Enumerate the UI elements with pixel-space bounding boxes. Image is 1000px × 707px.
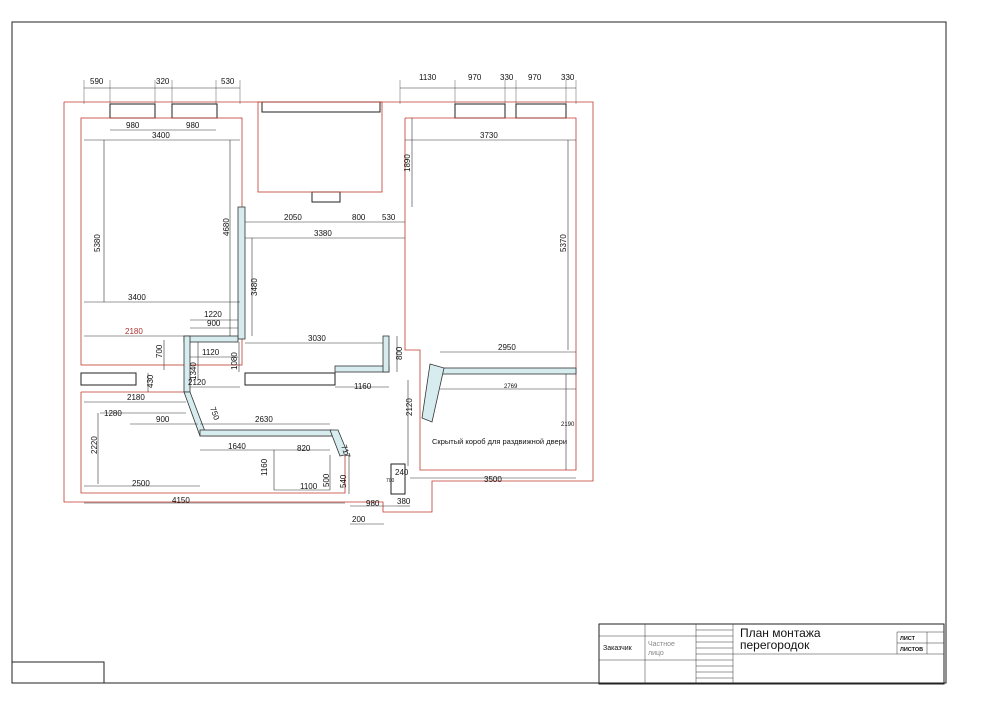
dim-700: 700 xyxy=(155,344,164,358)
dim-1220: 1220 xyxy=(204,310,222,319)
dim-1280: 1280 xyxy=(104,409,122,418)
dim-530b: 530 xyxy=(382,213,396,222)
dim-1640: 1640 xyxy=(228,442,246,451)
partition-h-left xyxy=(183,335,239,343)
dim-1890: 1890 xyxy=(403,154,412,172)
dim-2180-red: 2180 xyxy=(125,327,143,336)
sheet-frame xyxy=(11,21,947,684)
dim-900b: 900 xyxy=(156,415,170,424)
partition-wall-bottom-left xyxy=(80,372,137,386)
partition-h-right xyxy=(439,367,577,375)
dim-980b: 980 xyxy=(186,121,200,130)
loggia xyxy=(257,101,383,193)
drawing-title-line2: перегородок xyxy=(740,638,810,652)
dim-330a: 330 xyxy=(500,73,514,82)
dim-3500: 3500 xyxy=(484,475,502,484)
dim-3400a: 3400 xyxy=(152,131,170,140)
dim-980c: 980 xyxy=(366,499,380,508)
dim-3030: 3030 xyxy=(308,334,326,343)
dim-2220: 2220 xyxy=(90,436,99,454)
customer-label: Заказчик xyxy=(603,645,633,652)
dim-1120: 1120 xyxy=(202,348,220,357)
dim-590: 590 xyxy=(90,77,104,86)
partition-v-mid xyxy=(382,335,390,373)
dim-530: 530 xyxy=(221,77,235,86)
partition-vertical-main xyxy=(237,206,246,340)
dim-800b: 800 xyxy=(395,346,404,360)
dim-2950: 2950 xyxy=(498,343,516,352)
partition-diagonal-right xyxy=(329,429,349,457)
partition-diagonal-left xyxy=(183,391,207,437)
drawing-title-line1: План монтажа xyxy=(740,626,821,640)
dimension-labels: 590 320 530 1130 970 330 970 330 980 980… xyxy=(90,73,575,524)
dim-970b: 970 xyxy=(528,73,542,82)
dim-820: 820 xyxy=(297,444,311,453)
dim-700b: 700 xyxy=(386,478,395,484)
dim-4680: 4680 xyxy=(222,218,231,236)
hidden-sliding-box-note: Скрытый короб для раздвижной двери xyxy=(432,437,567,446)
dim-380: 380 xyxy=(397,497,411,506)
dimension-lines xyxy=(83,80,577,525)
dim-2190: 2190 xyxy=(561,422,575,428)
dim-970a: 970 xyxy=(468,73,482,82)
dim-717: 717 xyxy=(339,444,352,460)
dim-5370: 5370 xyxy=(559,234,568,252)
partition-h-mid xyxy=(334,365,390,373)
dim-1080: 1080 xyxy=(230,352,239,370)
sheet-label: ЛИСТ xyxy=(900,636,916,642)
dim-750: 750 xyxy=(208,406,221,422)
dim-3480: 3480 xyxy=(250,278,259,296)
dim-430: 430 xyxy=(146,374,155,388)
dim-2630: 2630 xyxy=(255,415,273,424)
outer-contour xyxy=(63,101,594,513)
dim-1160a: 1160 xyxy=(354,382,372,391)
dim-3400b: 3400 xyxy=(128,293,146,302)
sheets-label: ЛИСТОВ xyxy=(900,647,923,653)
partition-sliding-box xyxy=(421,363,445,423)
dim-540: 540 xyxy=(339,474,348,488)
right-room xyxy=(404,117,577,471)
left-stamp-box xyxy=(11,661,105,684)
dim-800a: 800 xyxy=(352,213,366,222)
dim-1100: 1100 xyxy=(300,482,318,491)
dim-5380: 5380 xyxy=(93,234,102,252)
partition-wall-bottom-mid xyxy=(244,372,336,386)
dim-320: 320 xyxy=(156,77,170,86)
dim-980a: 980 xyxy=(126,121,140,130)
dim-3730: 3730 xyxy=(480,131,498,140)
dim-2180b: 2180 xyxy=(127,393,145,402)
dim-1130: 1130 xyxy=(419,73,437,82)
dim-330b: 330 xyxy=(561,73,575,82)
dim-240: 240 xyxy=(395,468,409,477)
window-openings xyxy=(109,101,567,203)
partition-small-block xyxy=(390,463,406,495)
dim-2050: 2050 xyxy=(284,213,302,222)
dim-1160b: 1160 xyxy=(260,458,269,476)
partitions xyxy=(80,206,577,495)
partition-h-corridor xyxy=(199,429,333,437)
floor-plan: 590 320 530 1130 970 330 970 330 980 980… xyxy=(63,73,594,525)
dim-900a: 900 xyxy=(207,319,221,328)
dim-500: 500 xyxy=(322,473,331,487)
dim-4150: 4150 xyxy=(172,496,190,505)
dim-1340: 1340 xyxy=(189,362,198,380)
dim-2120a: 2120 xyxy=(188,378,206,387)
dim-2769: 2769 xyxy=(504,384,518,390)
dim-2120b: 2120 xyxy=(405,398,414,416)
dim-200: 200 xyxy=(352,515,366,524)
dim-2500: 2500 xyxy=(132,479,150,488)
dim-3380: 3380 xyxy=(314,229,332,238)
